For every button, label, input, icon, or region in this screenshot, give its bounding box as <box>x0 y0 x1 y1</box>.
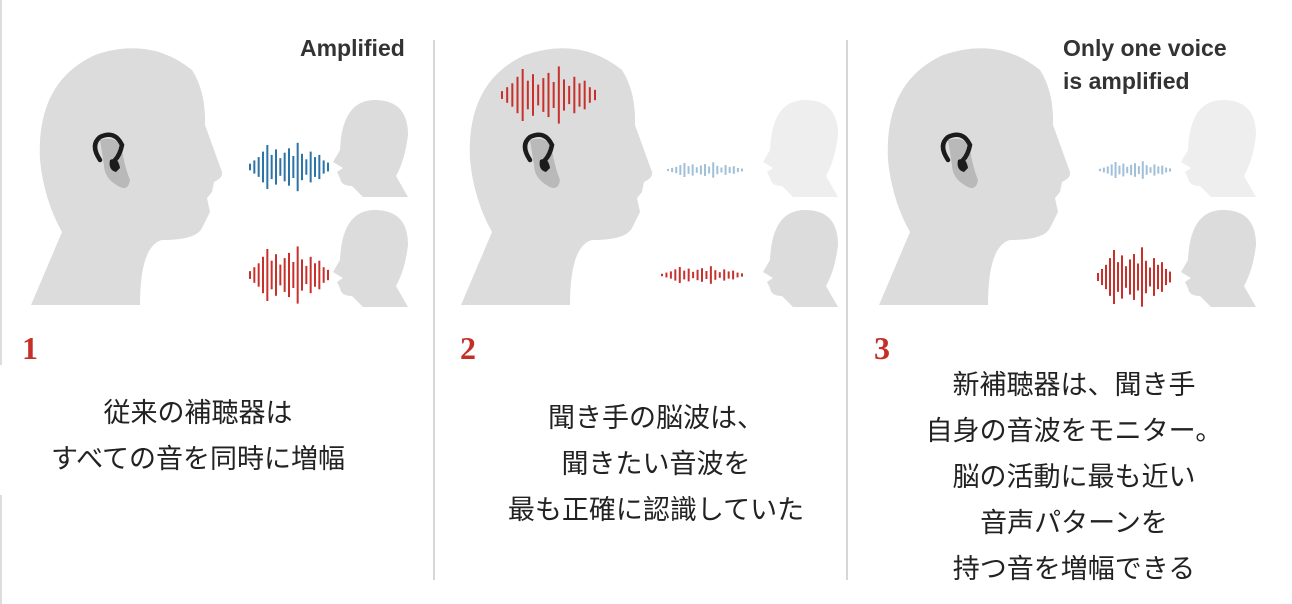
panel-illustration <box>461 48 838 307</box>
caption: 新補聴器は、聞き手自身の音波をモニター。脳の活動に最も近い音声パターンを持つ音を… <box>925 370 1223 584</box>
amplified-red-voice-waveform <box>1097 247 1171 307</box>
hearing-aid-icon <box>940 132 973 163</box>
hearing-aid-icon <box>92 132 125 163</box>
speaker-head-bottom <box>333 210 408 307</box>
panel-divider <box>846 40 848 580</box>
speaker-head-bottom <box>763 210 838 307</box>
left-border <box>0 495 2 604</box>
speaker-head-top <box>763 100 838 197</box>
left-border <box>0 0 2 365</box>
speaker-head-bottom <box>1181 210 1256 307</box>
step-number: 3 <box>874 330 890 366</box>
caption: 従来の補聴器はすべての音を同時に増幅 <box>50 398 346 474</box>
faint-blue-voice-waveform <box>667 162 743 178</box>
brain-wave-waveform <box>501 66 596 124</box>
caption: 聞き手の脳波は、聞きたい音波を最も正確に認識していた <box>507 403 805 525</box>
hearing-aid-earpiece-icon <box>539 159 550 172</box>
red-voice-waveform <box>249 246 329 304</box>
panel-2: 2 聞き手の脳波は、聞きたい音波を最も正確に認識していた <box>430 0 850 604</box>
step-number: 1 <box>22 330 38 366</box>
panel-1: Amplified 1 従来の補聴器はすべての音を同時に増幅 <box>0 0 420 604</box>
faint-red-voice-waveform <box>661 266 743 284</box>
faint-blue-voice-waveform <box>1099 161 1171 179</box>
speaker-head-top <box>333 100 408 197</box>
step-number: 2 <box>460 330 476 366</box>
hearing-aid-icon <box>522 132 555 163</box>
panel-divider <box>433 40 435 580</box>
panel-illustration <box>31 48 408 307</box>
panel-illustration <box>879 48 1256 307</box>
speaker-head-top <box>1181 100 1256 197</box>
blue-voice-waveform <box>249 142 329 192</box>
hearing-aid-earpiece-icon <box>109 159 120 172</box>
hearing-aid-earpiece-icon <box>957 159 968 172</box>
amplified-label: Amplified <box>300 35 405 61</box>
